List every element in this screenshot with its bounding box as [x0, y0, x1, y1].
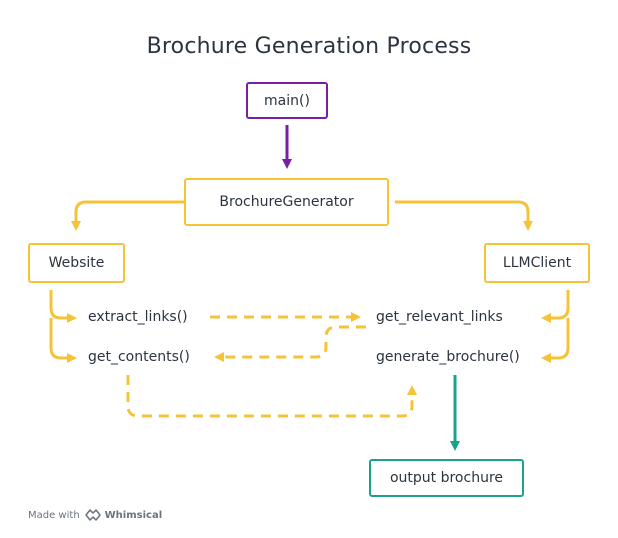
dashed-arrow-contents-to-generate — [126, 375, 417, 418]
brochure-generator-node-label: BrochureGenerator — [219, 194, 354, 210]
arrow-website-to-get-contents — [49, 318, 77, 363]
dashed-arrow-relevant-to-contents — [214, 325, 366, 362]
whimsical-logo-icon — [84, 509, 101, 521]
made-with-label: Made with — [28, 509, 80, 521]
arrow-llmclient-to-get-relevant-links — [541, 290, 570, 323]
website-node[interactable]: Website — [28, 243, 125, 283]
website-node-label: Website — [48, 255, 105, 271]
arrow-website-to-extract-links — [49, 290, 77, 323]
arrow-generator-to-website — [71, 200, 184, 231]
llm-client-node[interactable]: LLMClient — [484, 243, 590, 283]
output-brochure-node-label: output brochure — [389, 470, 504, 486]
method-get-relevant-links: get_relevant_links — [376, 309, 503, 325]
method-generate-brochure: generate_brochure() — [376, 349, 520, 365]
main-node[interactable]: main() — [246, 82, 328, 119]
method-get-contents: get_contents() — [88, 349, 190, 365]
made-with-footer[interactable]: Made with Whimsical — [28, 509, 162, 521]
diagram-title: Brochure Generation Process — [146, 34, 472, 59]
arrow-llmclient-to-generate-brochure — [541, 318, 570, 363]
method-extract-links: extract_links() — [88, 309, 188, 325]
llm-client-node-label: LLMClient — [502, 255, 572, 271]
brochure-generator-node[interactable]: BrochureGenerator — [184, 178, 389, 226]
whimsical-brand: Whimsical — [104, 509, 163, 521]
output-brochure-node[interactable]: output brochure — [369, 459, 524, 497]
main-node-label: main() — [264, 92, 310, 109]
arrow-generator-to-llmclient — [395, 200, 533, 231]
